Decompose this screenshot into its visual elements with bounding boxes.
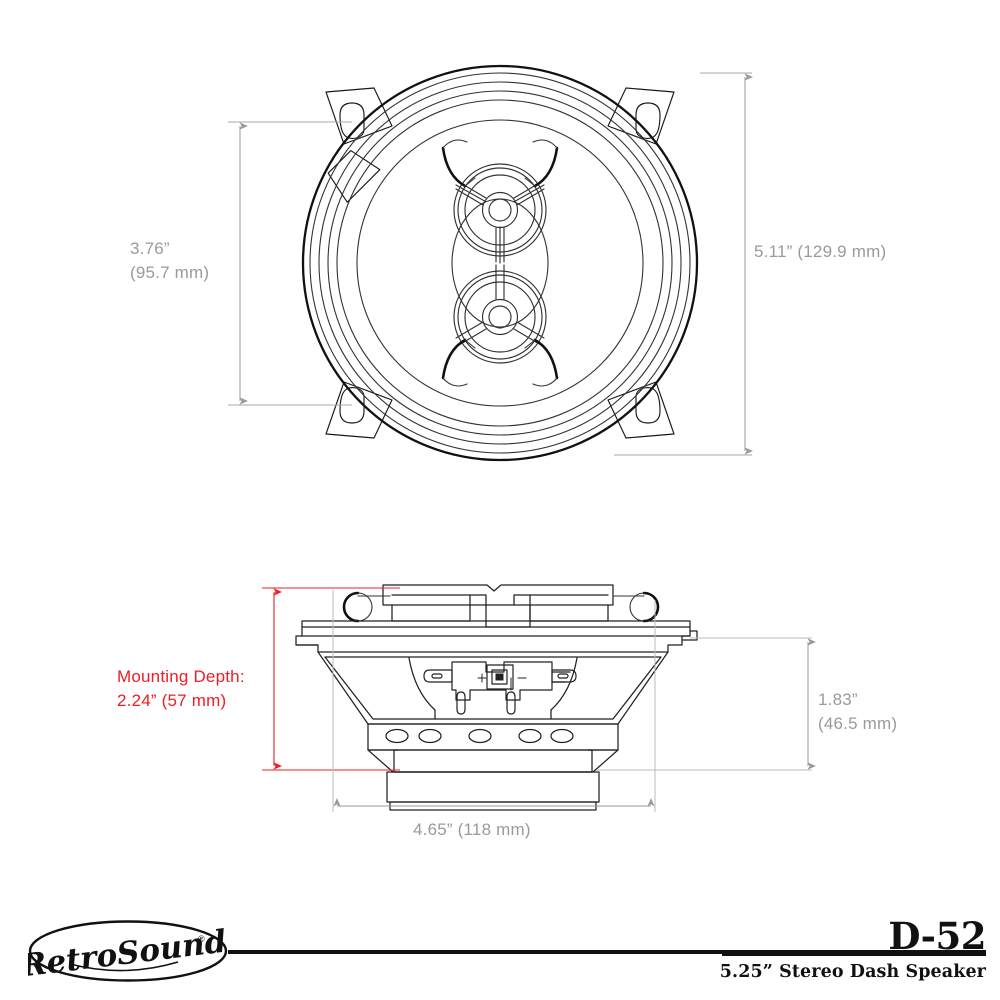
front-view-dimensions (228, 72, 753, 456)
speaker-basket (317, 651, 669, 725)
dimension-label-front-height: 3.76” (95.7 mm) (130, 239, 210, 282)
model-code: D-52 (888, 914, 986, 958)
rear-end-caps (342, 591, 660, 623)
tweeter-bracket-bottom-thin (442, 339, 558, 387)
tab-bottom-right (607, 381, 675, 439)
logo-ellipse (28, 920, 228, 982)
logo-underline-swash (69, 961, 179, 972)
model-description: 5.25” Stereo Dash Speaker (719, 962, 986, 982)
logo-wordmark: RetroSound (28, 924, 228, 982)
tweeter-lower (453, 264, 547, 364)
front-view (301, 64, 699, 462)
dimension-label-side-height: 1.83” (46.5 mm) (818, 690, 898, 733)
basket-vent-ring (367, 723, 619, 773)
tweeter-bracket-top (441, 146, 559, 188)
magnet-assembly (386, 749, 600, 811)
tab-top-left (325, 87, 393, 145)
terminal-block (423, 661, 577, 715)
side-view-dimensions (262, 587, 816, 812)
dimension-label-mounting-depth: Mounting Depth: 2.24” (57 mm) (117, 667, 245, 710)
dimension-label-side-width: 4.65” (118 mm) (413, 820, 531, 839)
tweeter-bracket-bottom (441, 338, 559, 380)
footer-rule-group (228, 950, 986, 956)
tab-bottom-left (325, 381, 393, 439)
rear-end-caps-thin (357, 592, 645, 622)
mounting-depth-dimension (262, 587, 400, 771)
retrosound-logo: RetroSound ® (18, 920, 228, 985)
mounting-tabs (325, 87, 675, 439)
tab-top-right (607, 87, 675, 145)
speaker-frame-rings (301, 64, 699, 462)
tweeter-bracket-top-thin (442, 139, 558, 187)
dimension-label-front-diameter: 5.11” (129.9 mm) (754, 242, 887, 261)
logo-registered-mark: ® (198, 934, 205, 944)
mounting-flange (295, 620, 698, 653)
side-height-dimension (596, 637, 816, 771)
side-profile-view (295, 584, 698, 811)
tweeter-upper (453, 163, 547, 264)
